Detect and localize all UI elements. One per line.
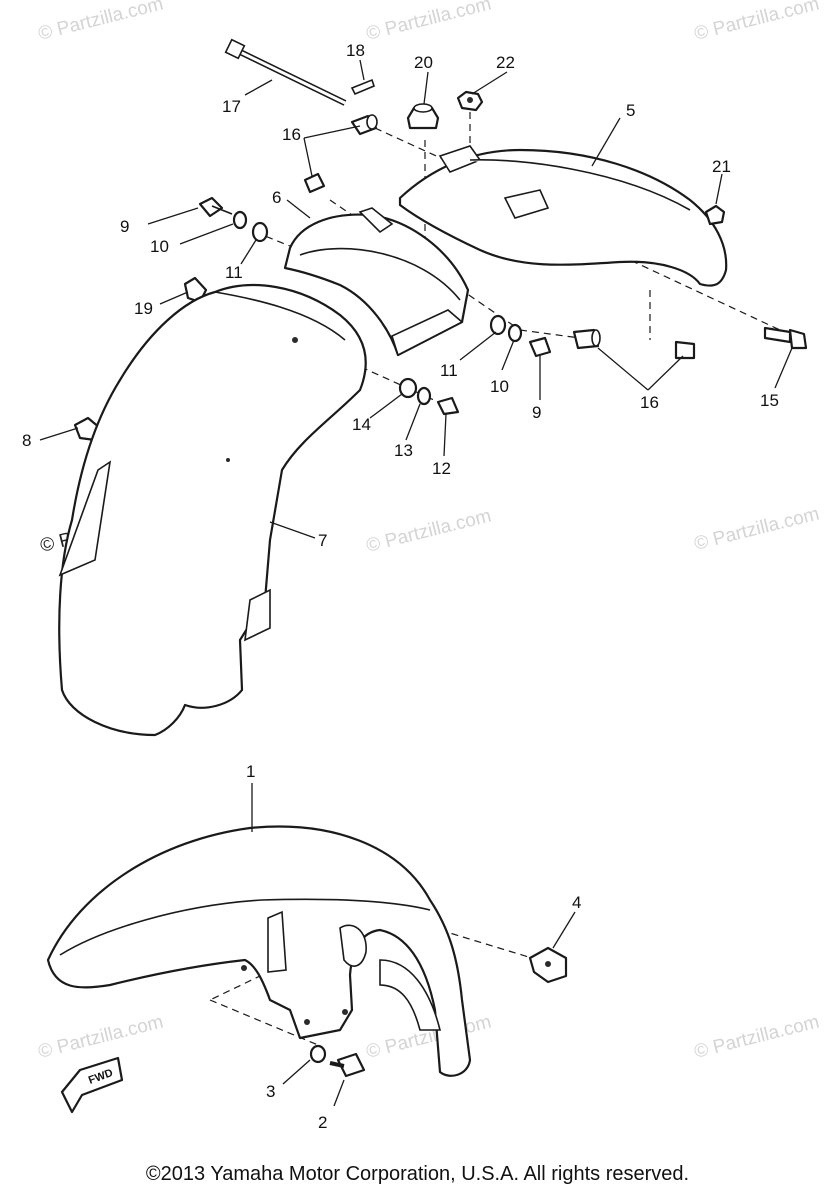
callout-10: 10: [150, 237, 169, 256]
part-11-washer: [489, 314, 507, 336]
watermark: © Partzilla.com: [692, 0, 821, 45]
watermark: © Partzilla.com: [692, 504, 821, 555]
callout-16: 16: [640, 393, 659, 412]
watermark: © Partzilla.com: [364, 0, 493, 45]
part-10-lock-washer: [507, 323, 523, 343]
callout-6: 6: [272, 188, 281, 207]
part-22-rubber-cap: [456, 90, 484, 112]
callout-15: 15: [760, 391, 779, 410]
callout-numbers: 1 2 3 4 5 6 7 8 9 9 10 10 11 11 12 13 14…: [22, 41, 779, 1132]
callout-17: 17: [222, 97, 241, 116]
watermark: © Partzilla.com: [692, 1012, 821, 1063]
callout-2: 2: [318, 1113, 327, 1132]
callout-19: 19: [134, 299, 153, 318]
callout-22: 22: [496, 53, 515, 72]
callout-13: 13: [394, 441, 413, 460]
copyright-notice: ©2013 Yamaha Motor Corporation, U.S.A. A…: [145, 1163, 690, 1185]
part-16-collar: [674, 340, 696, 360]
callout-8: 8: [22, 431, 31, 450]
callout-16: 16: [282, 125, 301, 144]
part-6-bracket: [283, 207, 470, 357]
callout-9: 9: [120, 217, 129, 236]
callout-12: 12: [432, 459, 451, 478]
callout-11: 11: [440, 361, 458, 380]
part-7-rear-fender: [58, 283, 367, 737]
callout-7: 7: [318, 531, 327, 550]
part-3-washer: [309, 1044, 327, 1064]
part-14-washer: [398, 377, 418, 399]
callout-20: 20: [414, 53, 433, 72]
callout-3: 3: [266, 1082, 275, 1101]
part-21-nut: [704, 204, 726, 226]
part-18-cotter-pin: [350, 78, 375, 96]
callout-11: 11: [225, 263, 243, 282]
part-20-grommet: [406, 103, 440, 130]
callout-10: 10: [490, 377, 509, 396]
part-1-front-fender: [46, 825, 472, 1077]
watermark: © Partzilla.com: [36, 1012, 165, 1063]
part-12-bolt: [436, 396, 460, 416]
part-17-long-bolt: [224, 38, 347, 106]
leader-lines: [39, 59, 793, 1107]
part-11-washer: [251, 221, 269, 243]
callout-4: 4: [572, 893, 581, 912]
part-16-collar: [572, 328, 601, 350]
part-9-bolt: [198, 196, 233, 218]
fwd-arrow: FWD: [60, 1056, 124, 1114]
callout-14: 14: [352, 415, 371, 434]
part-5-rear-fender-upper: [398, 145, 728, 287]
callout-9: 9: [532, 403, 541, 422]
watermark: © Partzilla.com: [36, 0, 165, 45]
callout-21: 21: [712, 157, 731, 176]
callout-5: 5: [626, 101, 635, 120]
part-16-collar: [350, 114, 378, 136]
part-2-bolt: [329, 1052, 366, 1078]
watermark: © Partzilla.com: [364, 506, 493, 557]
part-4-cable-guide: [528, 946, 568, 984]
callout-1: 1: [246, 762, 255, 781]
part-9-bolt: [528, 336, 552, 358]
callout-18: 18: [346, 41, 365, 60]
part-15-bolt: [763, 326, 808, 350]
part-10-lock-washer: [232, 210, 248, 230]
part-16-collar: [303, 172, 326, 194]
part-13-lock-washer: [416, 386, 432, 406]
